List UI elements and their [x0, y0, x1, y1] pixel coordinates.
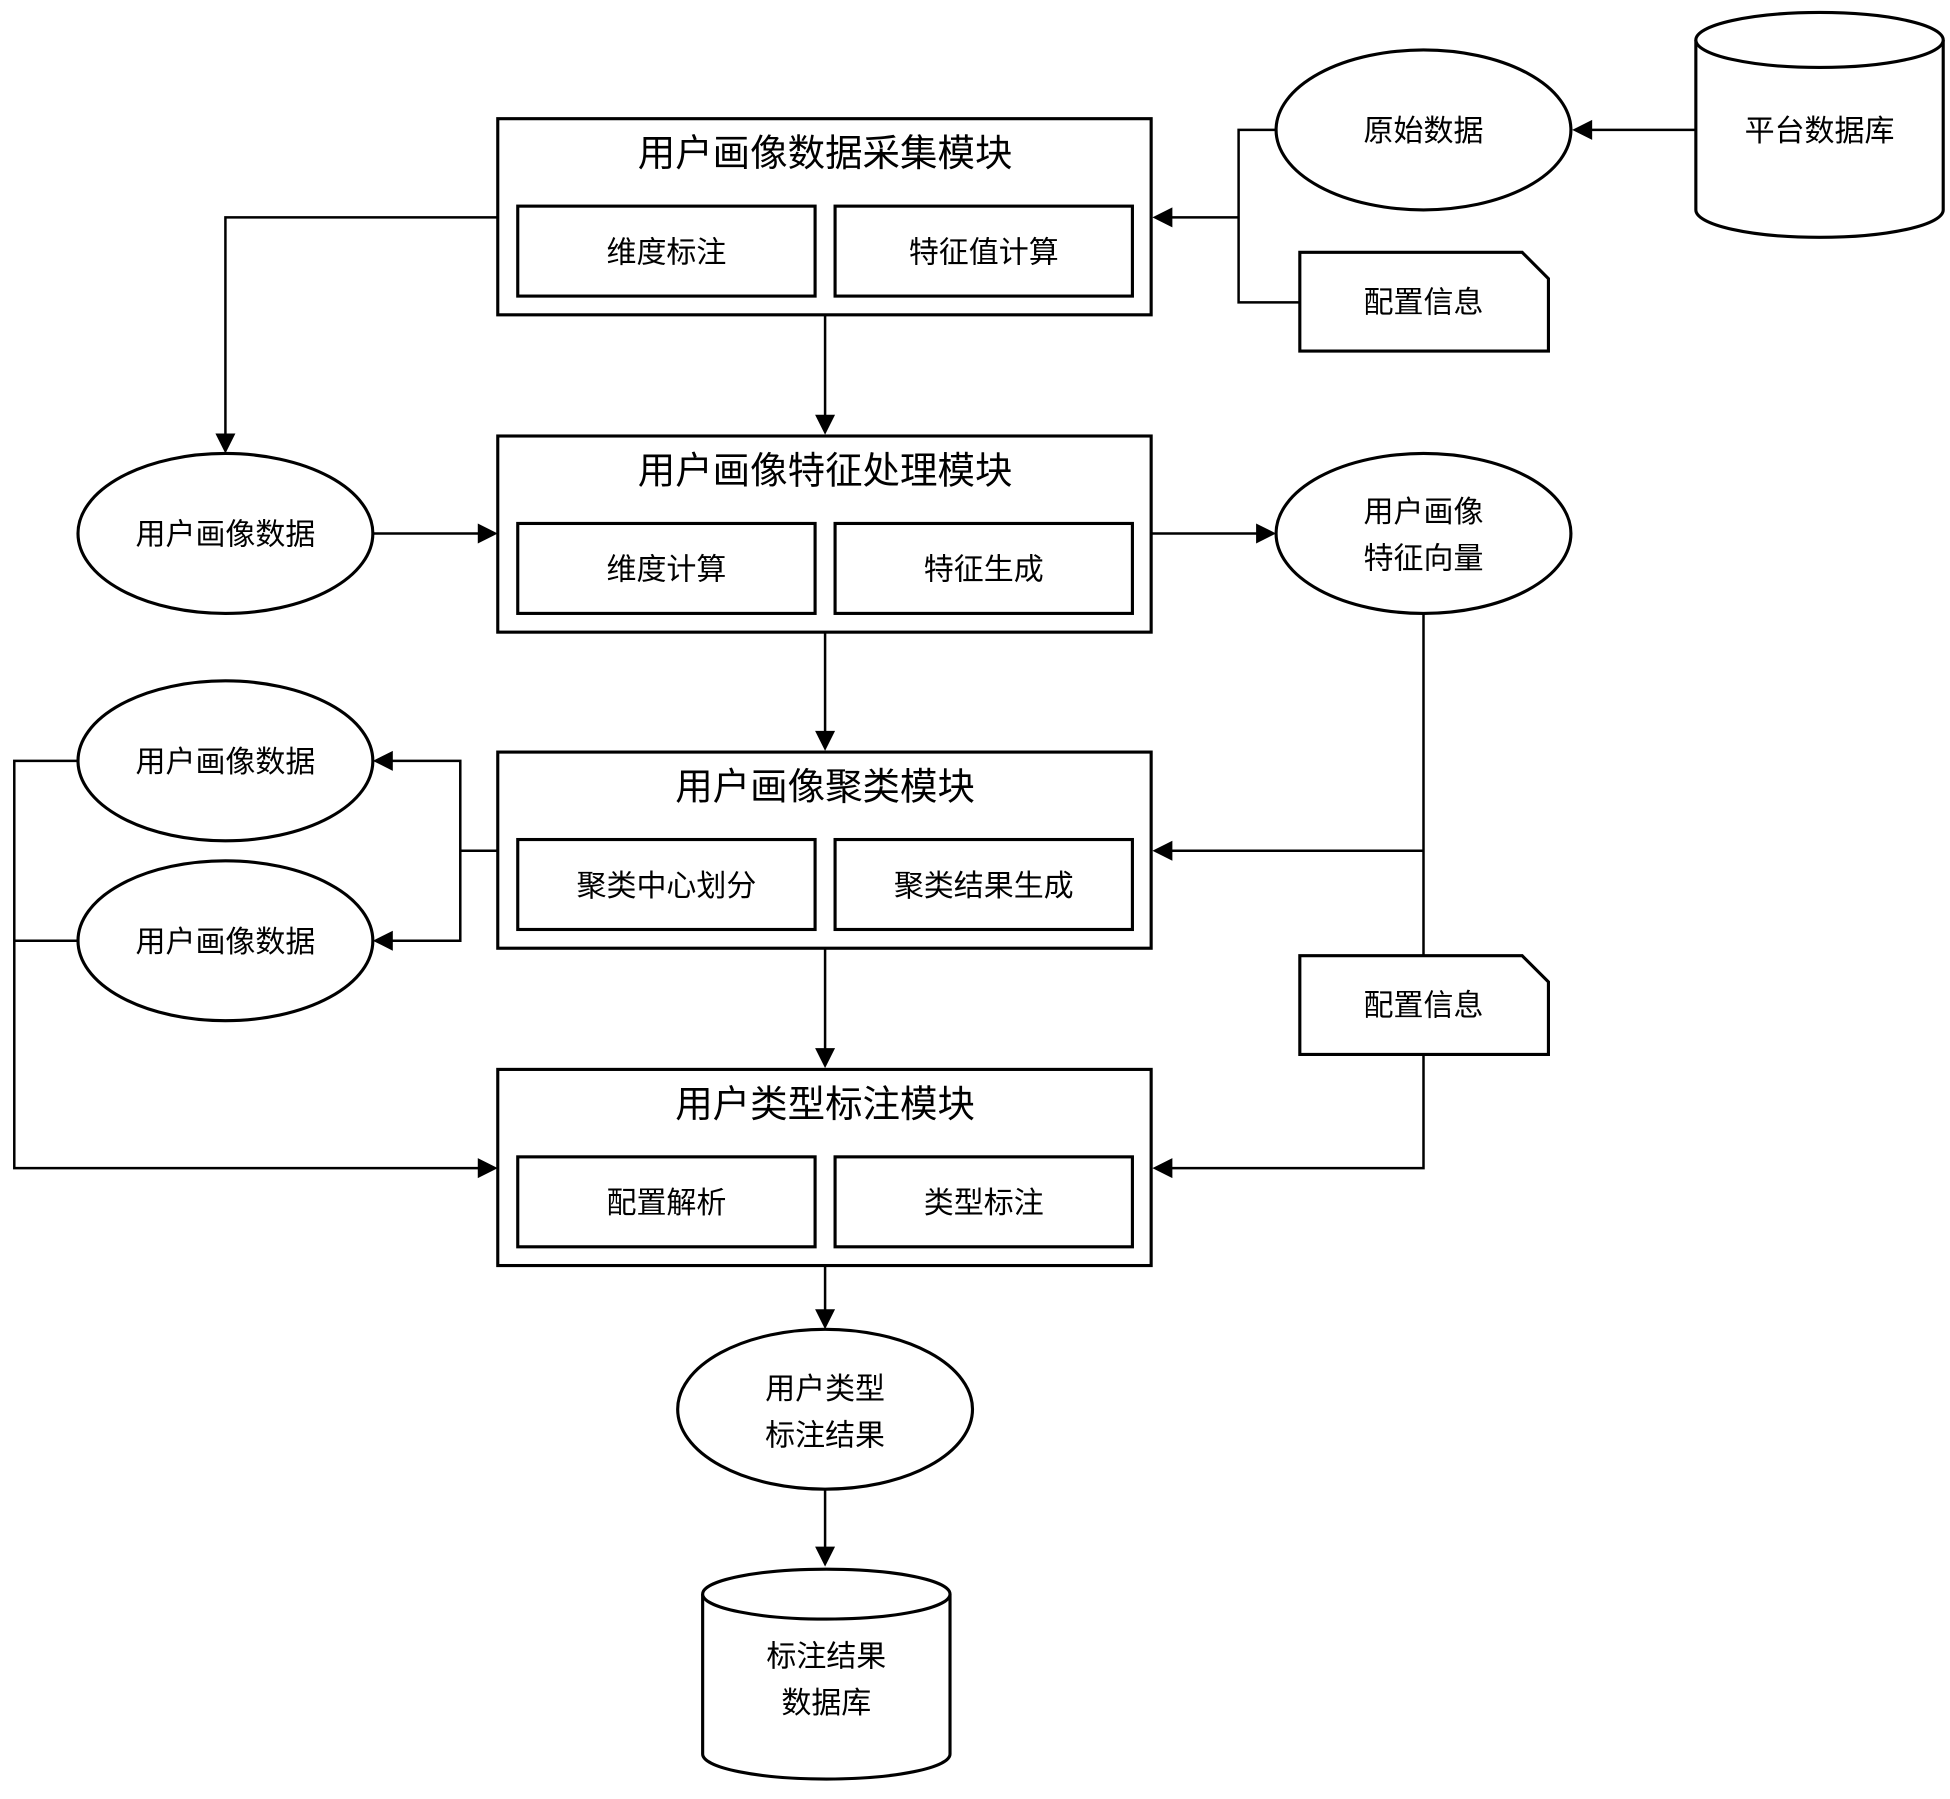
type-result-node: 用户类型 标注结果 [676, 1327, 975, 1491]
result-database: 标注结果 数据库 [701, 1567, 952, 1781]
submodule-box [516, 204, 817, 298]
submodule-label: 聚类结果生成 [894, 869, 1074, 904]
node-label: 原始数据 [1364, 114, 1484, 149]
node-label: 配置信息 [1364, 989, 1484, 1024]
node-label: 用户画像数据 [136, 745, 316, 780]
module-title: 用户画像聚类模块 [675, 765, 975, 809]
module-data-collection: 用户画像数据采集模块 维度标注 特征值计算 [496, 117, 1153, 317]
submodule-label: 维度标注 [606, 235, 726, 270]
module-clustering: 用户画像聚类模块 聚类中心划分 聚类结果生成 [496, 750, 1153, 950]
node-label-line2: 特征向量 [1364, 541, 1484, 576]
submodule-box [516, 837, 817, 932]
node-label: 配置信息 [1364, 285, 1484, 320]
arrowhead [815, 1546, 836, 1567]
module-title: 用户画像数据采集模块 [638, 131, 1013, 175]
arrowhead [1572, 119, 1593, 140]
module-type-annotation: 用户类型标注模块 配置解析 类型标注 [496, 1067, 1153, 1268]
node-label-line2: 数据库 [781, 1686, 871, 1721]
arrowhead [215, 433, 236, 454]
node-label-line1: 标注结果 [766, 1640, 886, 1675]
arrowhead [372, 930, 393, 951]
arrowhead [1256, 523, 1277, 544]
arrowhead [815, 1309, 836, 1330]
arrowhead [1152, 840, 1173, 861]
submodule-label: 特征生成 [924, 553, 1044, 588]
config-info-node-bottom: 配置信息 [1298, 954, 1550, 1056]
node-label: 平台数据库 [1745, 114, 1895, 149]
module-title: 用户画像特征处理模块 [638, 448, 1013, 492]
submodule-label: 类型标注 [924, 1186, 1044, 1221]
node-label-line1: 用户类型 [765, 1372, 885, 1407]
arrowhead [372, 750, 393, 771]
portrait-data-node-1: 用户画像数据 [76, 451, 375, 615]
submodule-label: 配置解析 [606, 1186, 726, 1221]
connector [1169, 1054, 1425, 1170]
connectors [13, 119, 1696, 1567]
feature-vector-node: 用户画像 特征向量 [1274, 451, 1573, 615]
module-title: 用户类型标注模块 [675, 1082, 975, 1126]
arrowhead [477, 523, 498, 544]
node-label-line2: 标注结果 [765, 1418, 885, 1453]
config-info-node-top: 配置信息 [1298, 250, 1550, 353]
submodule-label: 特征值计算 [909, 235, 1059, 270]
arrowhead [815, 414, 836, 435]
submodule-box [833, 521, 1134, 615]
node-label-line1: 用户画像 [1364, 495, 1484, 530]
arrowhead [477, 1158, 498, 1179]
submodule-label: 维度计算 [606, 553, 726, 588]
submodule-box [516, 521, 817, 615]
arrowhead [815, 730, 836, 751]
portrait-data-node-3: 用户画像数据 [76, 859, 375, 1023]
connector [1237, 128, 1300, 304]
node-label: 用户画像数据 [136, 518, 316, 553]
raw-data-node: 原始数据 [1274, 48, 1573, 212]
connector [390, 759, 462, 942]
arrowhead [815, 1048, 836, 1069]
submodule-label: 聚类中心划分 [577, 869, 757, 904]
submodule-box [833, 1155, 1134, 1249]
connector [13, 759, 481, 1170]
submodule-box [833, 837, 1134, 932]
portrait-data-node-2: 用户画像数据 [76, 679, 375, 843]
submodule-box [833, 204, 1134, 298]
connector [224, 216, 498, 438]
arrowhead [1152, 1158, 1173, 1179]
arrowhead [1152, 207, 1173, 228]
platform-database: 平台数据库 [1694, 10, 1945, 239]
submodule-box [516, 1155, 817, 1249]
module-feature-processing: 用户画像特征处理模块 维度计算 特征生成 [496, 434, 1153, 634]
node-label: 用户画像数据 [136, 925, 316, 960]
